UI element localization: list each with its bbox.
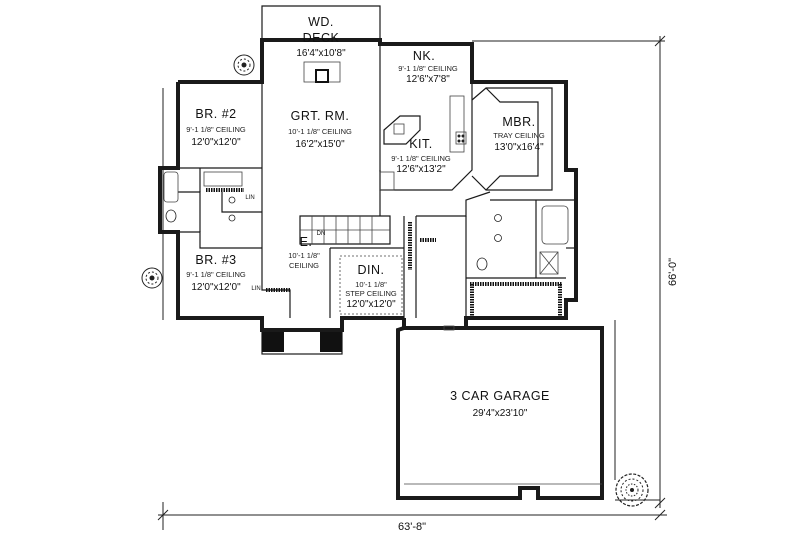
room-kitchen: KIT. 9'-1 1/8" CEILING 12'6"x13'2"	[391, 137, 451, 175]
master-name: MBR.	[502, 115, 535, 129]
br2-size: 12'0"x12'0"	[191, 137, 241, 148]
dimension-lines	[157, 35, 667, 530]
shrub-icon	[141, 267, 163, 289]
linen-label: LIN	[245, 195, 254, 201]
br2-ceiling: 9'-1 1/8" CEILING	[186, 125, 246, 134]
exterior-walls	[158, 38, 578, 332]
bathroom-master	[476, 205, 569, 275]
room-br2: BR. #2 9'-1 1/8" CEILING 12'0"x12'0"	[186, 107, 246, 148]
stairs	[300, 216, 390, 244]
dining-ceiling: STEP CEILING	[345, 289, 397, 298]
dining-size: 12'0"x12'0"	[346, 299, 396, 310]
deck-size: 16'4"x10'8"	[296, 48, 346, 59]
deck-name: WD.	[308, 15, 334, 29]
kitchen-island	[379, 95, 467, 191]
garage-name: 3 CAR GARAGE	[450, 389, 550, 403]
width-dimension: 63'-8"	[398, 521, 426, 533]
dining-name: DIN.	[358, 263, 385, 277]
garage-size: 29'4"x23'10"	[473, 408, 528, 419]
dining-ceiling: 10'-1 1/8"	[355, 280, 387, 289]
room-br3: BR. #3 9'-1 1/8" CEILING 12'0"x12'0"	[186, 253, 246, 293]
room-master: MBR. TRAY CEILING 13'0"x16'4"	[493, 115, 545, 153]
room-garage: 3 CAR GARAGE 29'4"x23'10"	[450, 389, 550, 419]
interior-walls	[178, 44, 576, 318]
br3-size: 12'0"x12'0"	[191, 282, 241, 293]
stair-down-label: DN	[317, 231, 326, 237]
room-dining: DIN. 10'-1 1/8" STEP CEILING 12'0"x12'0"	[345, 263, 397, 310]
br2-name: BR. #2	[195, 107, 236, 121]
front-porch	[261, 329, 343, 355]
tree-icon	[615, 473, 649, 507]
room-nook: NK. 9'-1 1/8" CEILING 12'6"x7'8"	[398, 49, 458, 85]
garage	[396, 325, 604, 500]
room-entry: E. 10'-1 1/8" CEILING	[288, 235, 320, 270]
entry-name: E.	[300, 235, 313, 249]
entry-ceiling: 10'-1 1/8"	[288, 251, 320, 260]
closets	[206, 188, 562, 316]
room-deck: WD. DECK 16'4"x10'8"	[296, 15, 346, 59]
shrub-icon	[233, 54, 255, 76]
great-room-ceiling: 10'-1 1/8" CEILING	[288, 127, 352, 136]
entry-ceiling: CEILING	[289, 261, 319, 270]
deck-name: DECK	[303, 31, 340, 45]
room-great-room: GRT. RM. 10'-1 1/8" CEILING 16'2"x15'0"	[288, 109, 352, 150]
kitchen-size: 12'6"x13'2"	[396, 164, 446, 175]
great-room-size: 16'2"x15'0"	[295, 139, 345, 150]
master-ceiling: TRAY CEILING	[493, 131, 545, 140]
kitchen-ceiling: 9'-1 1/8" CEILING	[391, 154, 451, 163]
nook-ceiling: 9'-1 1/8" CEILING	[398, 64, 458, 73]
depth-dimension: 66'-0"	[667, 258, 679, 286]
kitchen-name: KIT.	[409, 137, 433, 151]
br3-ceiling: 9'-1 1/8" CEILING	[186, 270, 246, 279]
nook-size: 12'6"x7'8"	[406, 74, 450, 85]
nook-name: NK.	[413, 49, 435, 63]
bathroom-west	[163, 171, 243, 223]
linen-label: LIN	[251, 286, 260, 292]
br3-name: BR. #3	[195, 253, 236, 267]
great-room-name: GRT. RM.	[291, 109, 350, 123]
master-size: 13'0"x16'4"	[494, 142, 544, 153]
